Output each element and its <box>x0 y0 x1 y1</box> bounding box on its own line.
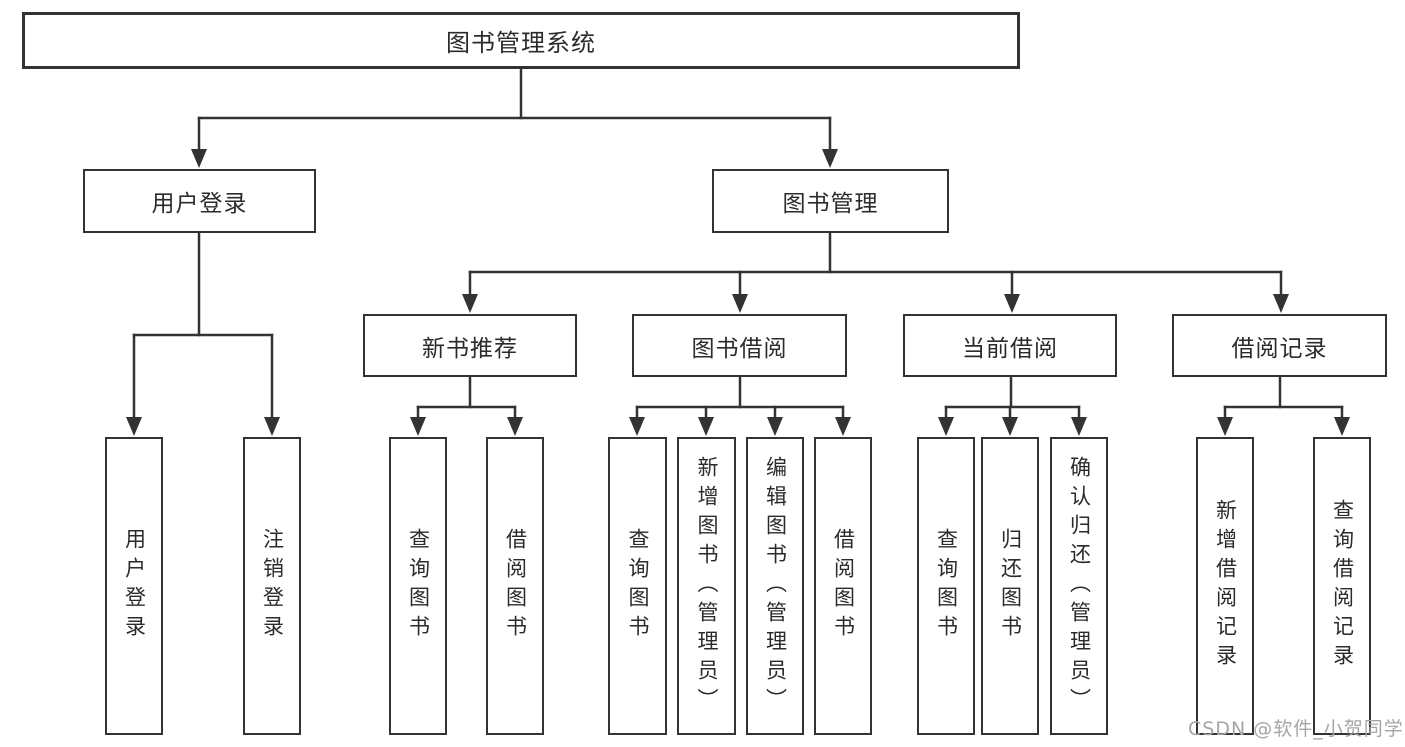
node-user-login: 用户登录 <box>83 169 316 233</box>
arrow-down-icon <box>191 149 207 168</box>
leaf-query-books-2: 查询图书 <box>608 437 667 735</box>
leaf-query-books-1: 查询图书 <box>389 437 447 735</box>
node-label: 查询借阅记录 <box>1330 499 1355 673</box>
node-current-borrow: 当前借阅 <box>903 314 1117 377</box>
node-label: 查询图书 <box>626 528 650 644</box>
node-library-management-system: 图书管理系统 <box>22 12 1020 69</box>
node-borrow-record: 借阅记录 <box>1172 314 1387 377</box>
node-label: 查询图书 <box>406 528 431 644</box>
arrow-down-icon <box>264 417 280 436</box>
leaf-return-books: 归还图书 <box>981 437 1039 735</box>
arrow-down-icon <box>410 417 426 436</box>
node-label: 图书借阅 <box>691 335 788 362</box>
arrow-down-icon <box>938 417 954 436</box>
connector-current-borrow-children <box>938 375 1087 436</box>
leaf-add-borrow-record: 新增借阅记录 <box>1196 437 1254 735</box>
arrow-down-icon <box>698 417 714 436</box>
arrow-down-icon <box>1217 417 1233 436</box>
node-label: 新书推荐 <box>422 335 518 362</box>
connector-root-to-level2 <box>191 67 838 168</box>
arrow-down-icon <box>767 417 783 436</box>
arrow-down-icon <box>835 417 851 436</box>
node-label: 图书管理系统 <box>446 29 596 57</box>
leaf-logout: 注销登录 <box>243 437 301 735</box>
node-label: 借阅记录 <box>1231 335 1328 362</box>
node-label: 借阅图书 <box>503 528 528 644</box>
arrow-down-icon <box>462 294 478 313</box>
node-label: 用户登录 <box>151 191 248 217</box>
leaf-add-books-admin: 新增图书（管理员） <box>677 437 736 735</box>
leaf-borrow-books-2: 借阅图书 <box>814 437 872 735</box>
node-new-book-recommend: 新书推荐 <box>363 314 577 377</box>
arrow-down-icon <box>507 417 523 436</box>
connector-borrow-children <box>629 375 851 436</box>
arrow-down-icon <box>1334 417 1350 436</box>
node-label: 新增图书（管理员） <box>695 455 719 717</box>
arrow-down-icon <box>1004 294 1020 313</box>
leaf-borrow-books-1: 借阅图书 <box>486 437 544 735</box>
node-label: 图书管理 <box>782 191 879 217</box>
leaf-query-books-3: 查询图书 <box>917 437 975 735</box>
arrow-down-icon <box>629 417 645 436</box>
node-label: 查询图书 <box>934 528 959 644</box>
arrow-down-icon <box>1002 417 1018 436</box>
arrow-down-icon <box>732 294 748 313</box>
leaf-confirm-return-admin: 确认归还（管理员） <box>1050 437 1108 735</box>
connector-book-mgmt-to-level3 <box>462 231 1289 313</box>
node-book-borrow: 图书借阅 <box>632 314 847 377</box>
node-label: 注销登录 <box>260 528 285 644</box>
arrow-down-icon <box>822 149 838 168</box>
connector-new-book-children <box>410 375 523 436</box>
leaf-user-login: 用户登录 <box>105 437 163 735</box>
connector-borrow-record-children <box>1217 375 1350 436</box>
node-label: 归还图书 <box>998 528 1023 644</box>
arrow-down-icon <box>1273 294 1289 313</box>
connector-user-login-children <box>126 231 280 436</box>
node-label: 确认归还（管理员） <box>1067 455 1092 717</box>
arrow-down-icon <box>126 417 142 436</box>
node-label: 新增借阅记录 <box>1213 499 1238 673</box>
node-label: 编辑图书（管理员） <box>763 455 788 717</box>
csdn-watermark: CSDN @软件_小贺同学 <box>1188 718 1404 740</box>
node-label: 当前借阅 <box>962 335 1058 362</box>
leaf-edit-books-admin: 编辑图书（管理员） <box>746 437 804 735</box>
node-label: 借阅图书 <box>831 528 856 644</box>
arrow-down-icon <box>1071 417 1087 436</box>
node-book-management: 图书管理 <box>712 169 949 233</box>
leaf-query-borrow-record: 查询借阅记录 <box>1313 437 1371 735</box>
node-label: 用户登录 <box>122 528 147 644</box>
